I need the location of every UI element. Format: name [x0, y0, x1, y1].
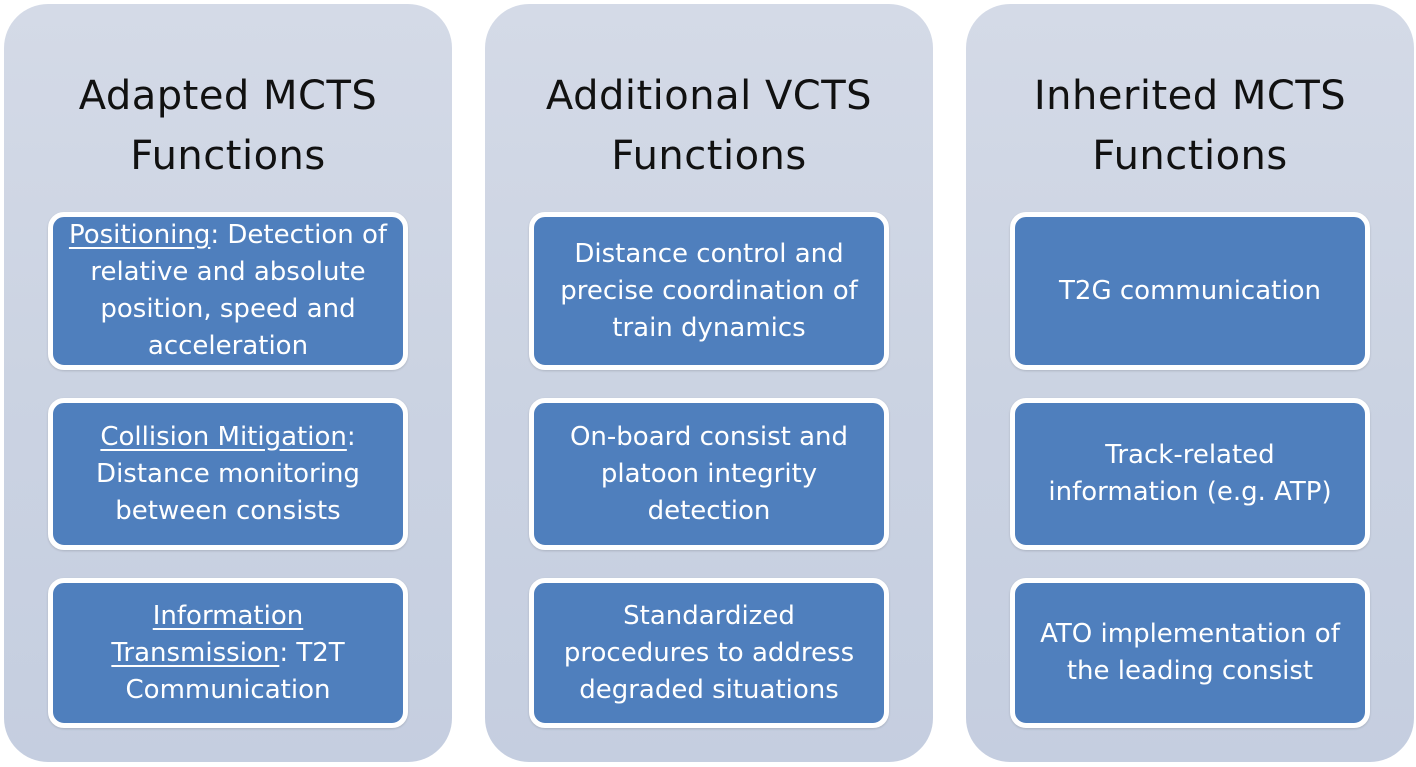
function-box-integrity-detection: On-board consist and platoon integrity d…	[529, 398, 889, 550]
function-box-description: : T2T Communication	[125, 637, 345, 705]
column-additional-vcts: Additional VCTS Functions Distance contr…	[485, 4, 933, 762]
function-box-text: Information Transmission: T2T Communicat…	[67, 598, 389, 709]
function-box-description: : Distance monitoring between consists	[96, 421, 360, 526]
function-box-keyword: Positioning	[68, 220, 211, 250]
function-box-text: Distance control and precise coordinatio…	[560, 238, 858, 343]
function-box-degraded-situations: Standardized procedures to address degra…	[529, 578, 889, 728]
function-box-text: Collision Mitigation: Distance monitorin…	[67, 419, 389, 530]
column-adapted-mcts: Adapted MCTS Functions Positioning: Dete…	[4, 4, 452, 762]
column-title-line1: Inherited MCTS	[1033, 73, 1347, 119]
function-box-text: ATO implementation of the leading consis…	[1040, 619, 1340, 686]
function-box-keyword: Collision Mitigation	[100, 421, 347, 452]
function-box-text: On-board consist and platoon integrity d…	[569, 421, 849, 526]
function-box-distance-control: Distance control and precise coordinatio…	[529, 212, 889, 370]
column-title: Inherited MCTS Functions	[966, 66, 1414, 186]
function-box-information-transmission: Information Transmission: T2T Communicat…	[48, 578, 408, 728]
column-title-line2: Functions	[1092, 133, 1288, 179]
column-title: Additional VCTS Functions	[485, 66, 933, 186]
function-box-text: Positioning: Detection of relative and a…	[67, 217, 389, 365]
column-inherited-mcts: Inherited MCTS Functions T2G communicati…	[966, 4, 1414, 762]
function-box-positioning: Positioning: Detection of relative and a…	[48, 212, 408, 370]
function-box-ato-implementation: ATO implementation of the leading consis…	[1010, 578, 1370, 728]
function-box-track-related-information: Track-related information (e.g. ATP)	[1010, 398, 1370, 550]
column-title-line2: Functions	[130, 133, 326, 179]
function-box-keyword: Information Transmission	[111, 600, 304, 668]
function-box-text: T2G communication	[1059, 275, 1321, 306]
column-title-line1: Adapted MCTS	[78, 73, 378, 119]
function-box-description: : Detection of relative and absolute pos…	[90, 220, 388, 361]
column-title-line1: Additional VCTS	[545, 73, 873, 119]
column-title-line2: Functions	[611, 133, 807, 179]
function-box-collision-mitigation: Collision Mitigation: Distance monitorin…	[48, 398, 408, 550]
function-box-t2g-communication: T2G communication	[1010, 212, 1370, 370]
function-box-text: Standardized procedures to address degra…	[563, 600, 855, 705]
column-title: Adapted MCTS Functions	[4, 66, 452, 186]
function-box-text: Track-related information (e.g. ATP)	[1048, 440, 1332, 507]
